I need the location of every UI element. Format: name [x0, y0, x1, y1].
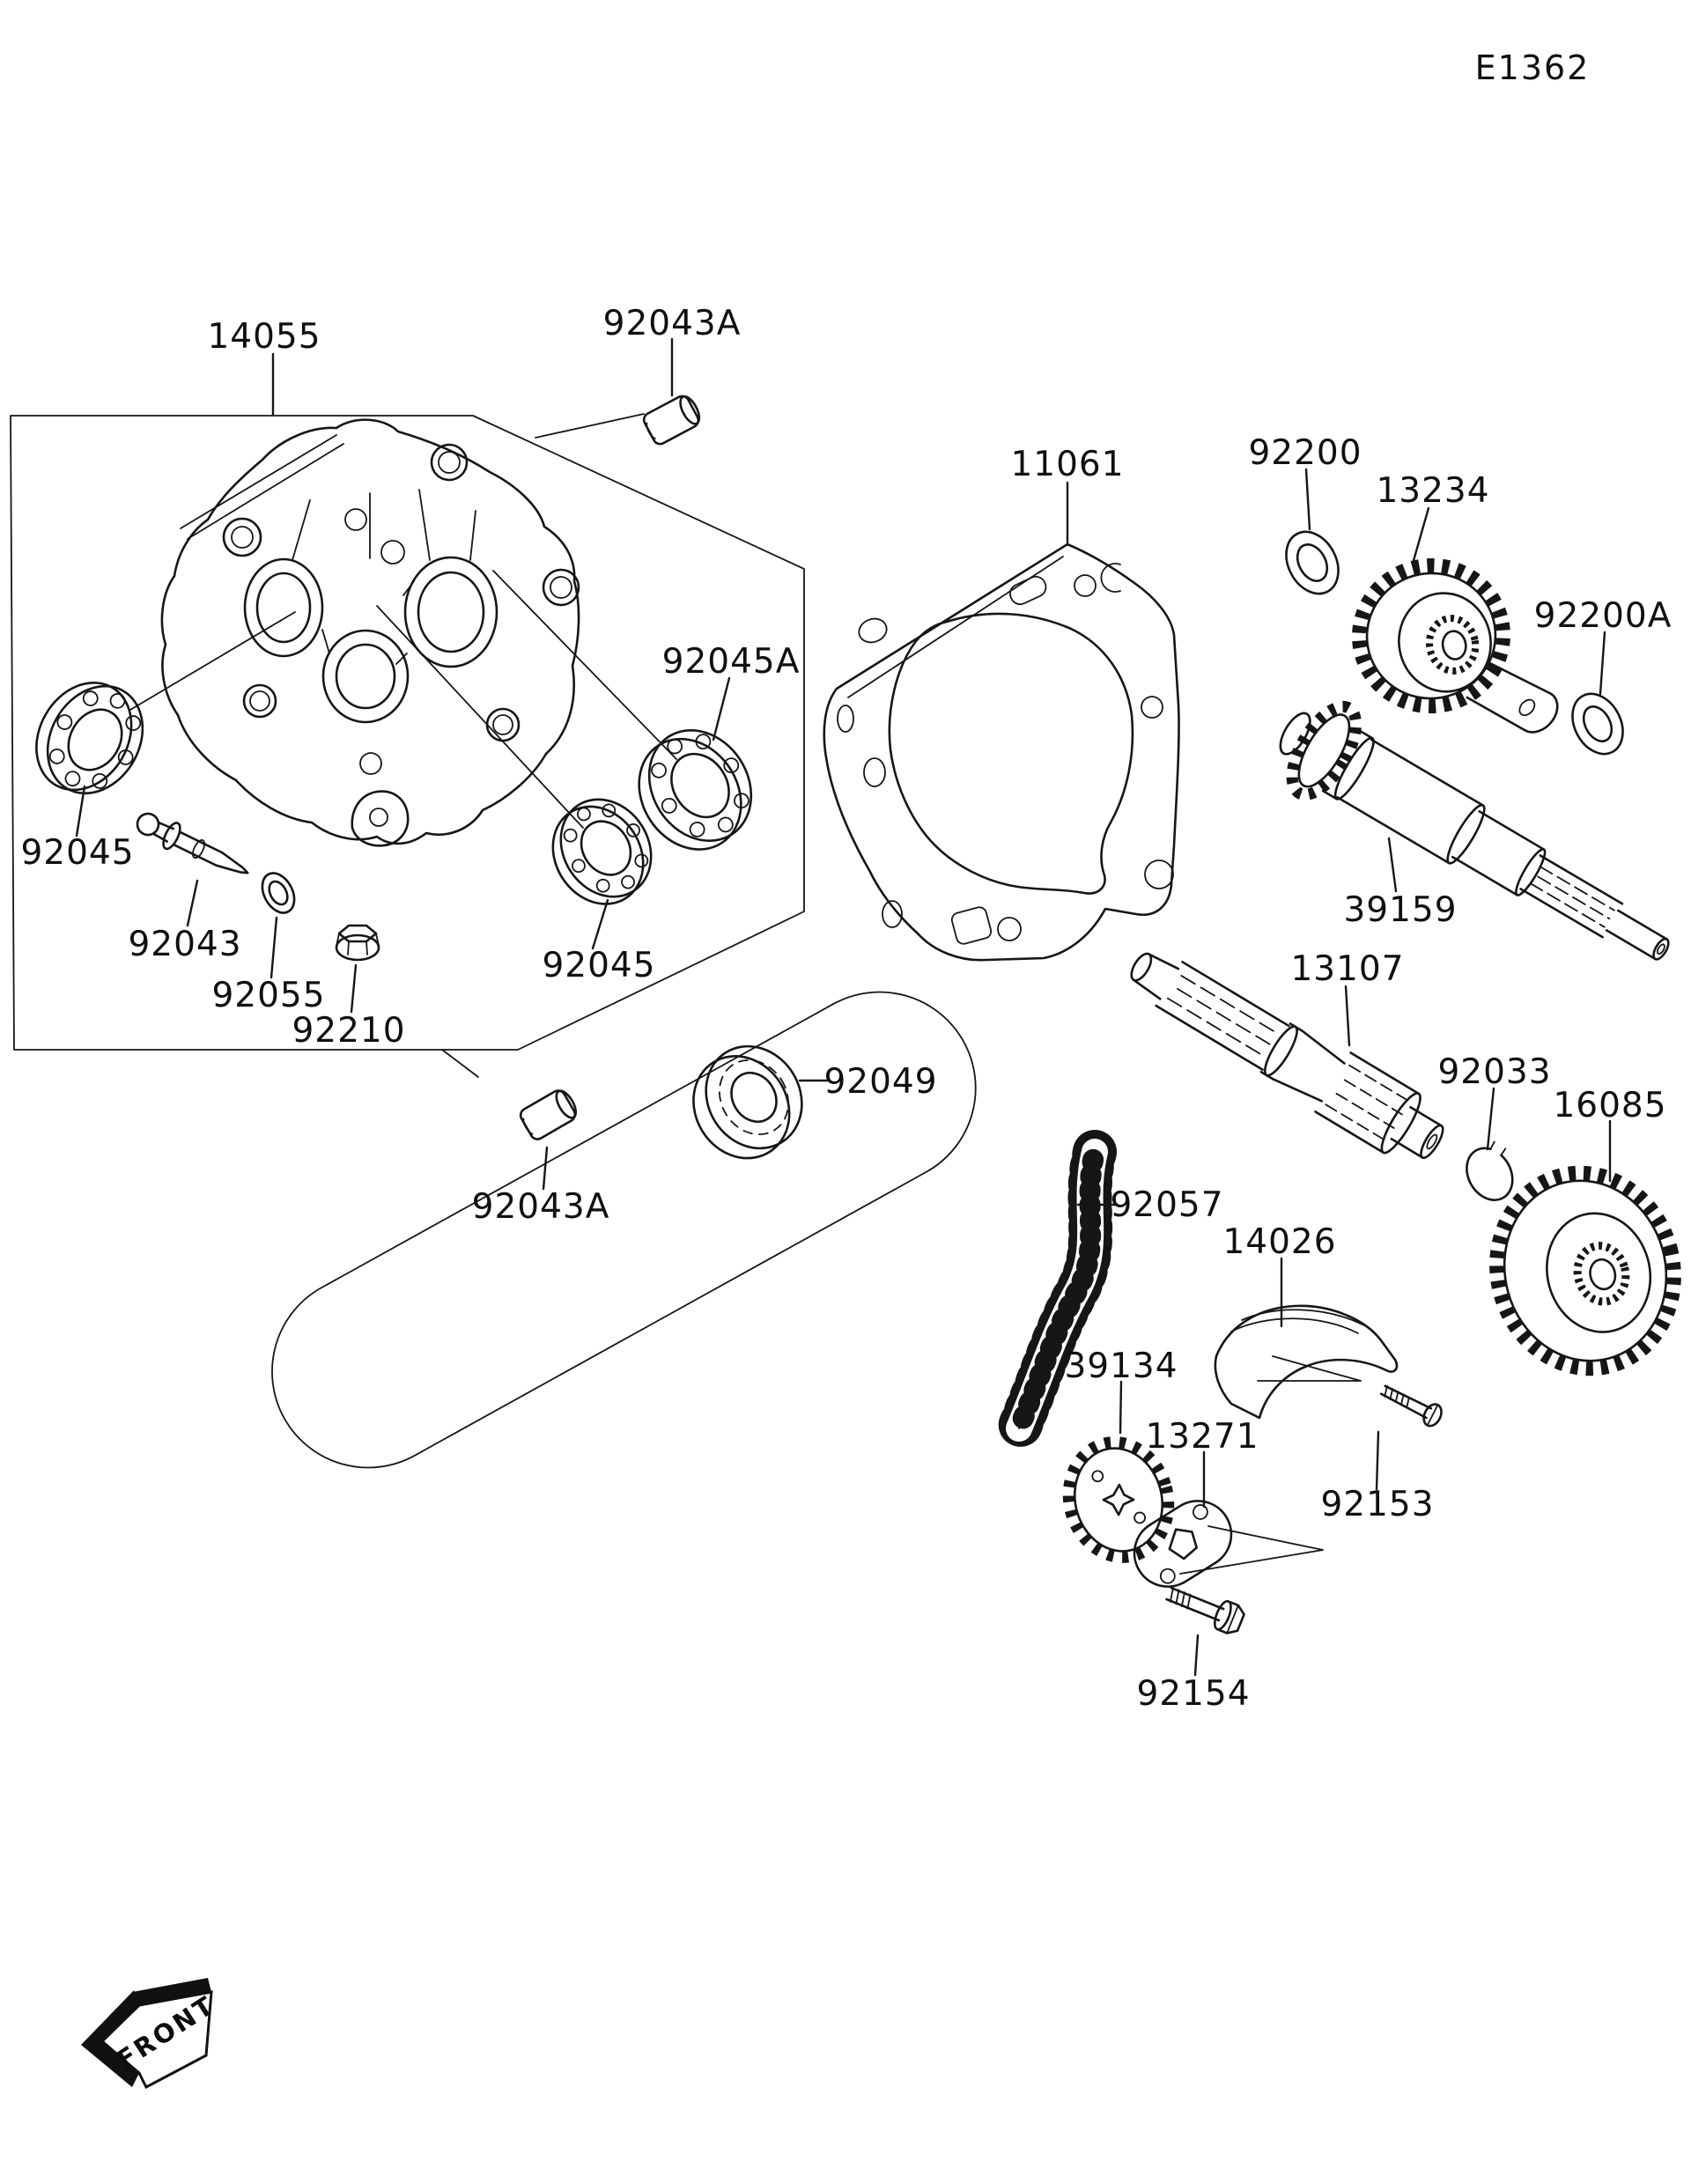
part-label-92045a[interactable]: 92045A [662, 642, 801, 682]
part-label-92043[interactable]: 92043 [128, 925, 241, 964]
part-label-13234[interactable]: 13234 [1376, 471, 1489, 511]
part-label-92057[interactable]: 92057 [1110, 1185, 1223, 1225]
part-label-92049[interactable]: 92049 [823, 1062, 937, 1102]
bevel-gear-13234 [1352, 557, 1559, 734]
washer-92200a [1571, 692, 1624, 756]
bolt-92154 [1165, 1586, 1245, 1634]
part-label-39134[interactable]: 39134 [1064, 1347, 1178, 1386]
label-leader-lines [75, 337, 1612, 1677]
part-label-92043a-top[interactable]: 92043A [603, 304, 742, 343]
part-label-92033[interactable]: 92033 [1437, 1052, 1551, 1092]
chain-cover-drawing [1214, 1304, 1399, 1420]
ball-bearing-92045a [638, 729, 753, 851]
dowel-pin-top [642, 395, 701, 446]
part-label-16085[interactable]: 16085 [1553, 1086, 1666, 1125]
cover-gasket-drawing [823, 542, 1180, 962]
part-label-92200a[interactable]: 92200A [1534, 596, 1673, 636]
washer-92055 [261, 872, 296, 914]
part-number-labels: 14055 92043A 11061 92200 13234 92200A 92… [20, 304, 1673, 1714]
part-label-11061[interactable]: 11061 [1010, 445, 1124, 484]
part-label-39159[interactable]: 39159 [1343, 890, 1457, 930]
drive-chain-drawing [997, 1130, 1117, 1450]
screw-92153 [1379, 1384, 1443, 1428]
washer-92200 [1285, 530, 1340, 595]
front-direction-arrow: FRONT [81, 1978, 221, 2090]
low-gear-16085 [1489, 1165, 1681, 1376]
circlip-drawing [1466, 1140, 1514, 1201]
part-label-92154[interactable]: 92154 [1136, 1674, 1250, 1714]
drawing-code: E1362 [1475, 48, 1591, 87]
part-label-13271[interactable]: 13271 [1145, 1417, 1259, 1457]
part-label-13107[interactable]: 13107 [1290, 949, 1404, 989]
transmission-cover-drawing [160, 418, 580, 847]
reference-leader-lines [129, 413, 677, 1078]
part-label-92153[interactable]: 92153 [1320, 1485, 1434, 1524]
part-label-92045-mid[interactable]: 92045 [542, 946, 655, 985]
output-shaft-39159 [1279, 700, 1670, 961]
part-label-92045-left[interactable]: 92045 [20, 833, 134, 873]
cover-plate-drawing [1133, 1500, 1324, 1588]
nut-drawing [335, 924, 380, 962]
shift-rod-drawing [136, 812, 249, 874]
dowel-pin-bottom [519, 1089, 578, 1140]
ball-bearing-92045-mid [551, 798, 653, 905]
part-label-92043a-bot[interactable]: 92043A [472, 1187, 610, 1227]
part-label-92200[interactable]: 92200 [1248, 433, 1362, 473]
ball-bearing-92045-left [35, 681, 144, 795]
part-label-92210[interactable]: 92210 [292, 1011, 405, 1051]
shift-shaft-13107 [1130, 952, 1444, 1160]
part-label-14055[interactable]: 14055 [207, 317, 321, 357]
part-label-92055[interactable]: 92055 [211, 976, 325, 1015]
oil-seal-drawing [692, 1044, 803, 1160]
part-label-14026[interactable]: 14026 [1222, 1222, 1336, 1262]
assembly-box [10, 415, 805, 1051]
chain-case-outline [271, 991, 977, 1469]
